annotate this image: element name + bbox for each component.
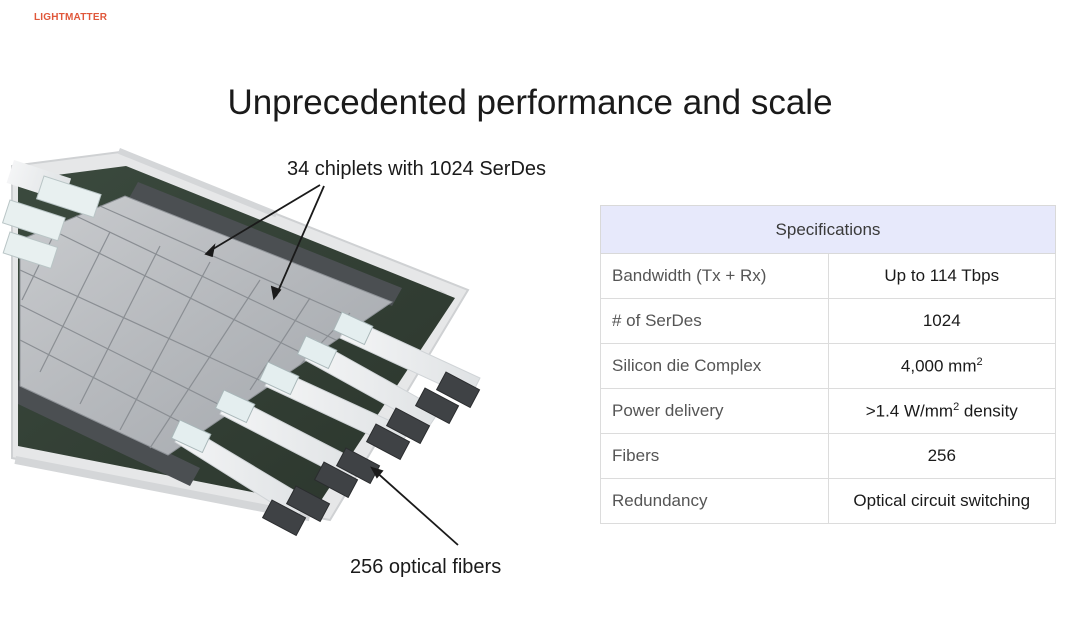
chip-package-illustration — [1, 148, 481, 546]
callout-fibers: 256 optical fibers — [350, 556, 502, 578]
spec-value: 4,000 mm2 — [827, 343, 1056, 389]
spec-value-exponent: 2 — [953, 400, 960, 413]
spec-label: Power delivery — [600, 388, 829, 434]
callout-pointers — [204, 184, 459, 546]
spec-value: >1.4 W/mm2 density — [827, 388, 1056, 434]
spec-value-exponent: 2 — [976, 355, 983, 368]
table-row: # of SerDes 1024 — [600, 298, 1056, 344]
table-row: Fibers 256 — [600, 433, 1056, 479]
spec-value: Up to 114 Tbps — [827, 253, 1056, 299]
spec-label: Bandwidth (Tx + Rx) — [600, 253, 829, 299]
fiber-ferrules — [170, 311, 374, 454]
spec-label: Fibers — [600, 433, 829, 479]
table-row: Bandwidth (Tx + Rx) Up to 114 Tbps — [600, 253, 1056, 299]
spec-value-text: >1.4 W/mm — [865, 401, 954, 421]
spec-value: 256 — [827, 433, 1056, 479]
table-row: Redundancy Optical circuit switching — [600, 478, 1056, 524]
optical-connectors-left — [1, 160, 102, 270]
fiber-end-connectors — [261, 371, 481, 537]
spec-value: 1024 — [827, 298, 1056, 344]
spec-value-suffix: density — [959, 401, 1018, 421]
brand-logo: LIGHTMATTER — [34, 12, 108, 23]
table-header: Specifications — [600, 205, 1056, 254]
specifications-table: Specifications Bandwidth (Tx + Rx) Up to… — [600, 205, 1056, 524]
spec-label: Redundancy — [600, 478, 829, 524]
spec-value: Optical circuit switching — [827, 478, 1056, 524]
callout-chiplets: 34 chiplets with 1024 SerDes — [287, 158, 547, 180]
spec-label: Silicon die Complex — [600, 343, 829, 389]
table-row: Power delivery >1.4 W/mm2 density — [600, 388, 1056, 434]
spec-label: # of SerDes — [600, 298, 829, 344]
table-row: Silicon die Complex 4,000 mm2 — [600, 343, 1056, 389]
slide-title: Unprecedented performance and scale — [227, 83, 833, 123]
spec-value-text: 4,000 mm — [900, 356, 977, 376]
spreader-bar-top — [128, 182, 402, 306]
